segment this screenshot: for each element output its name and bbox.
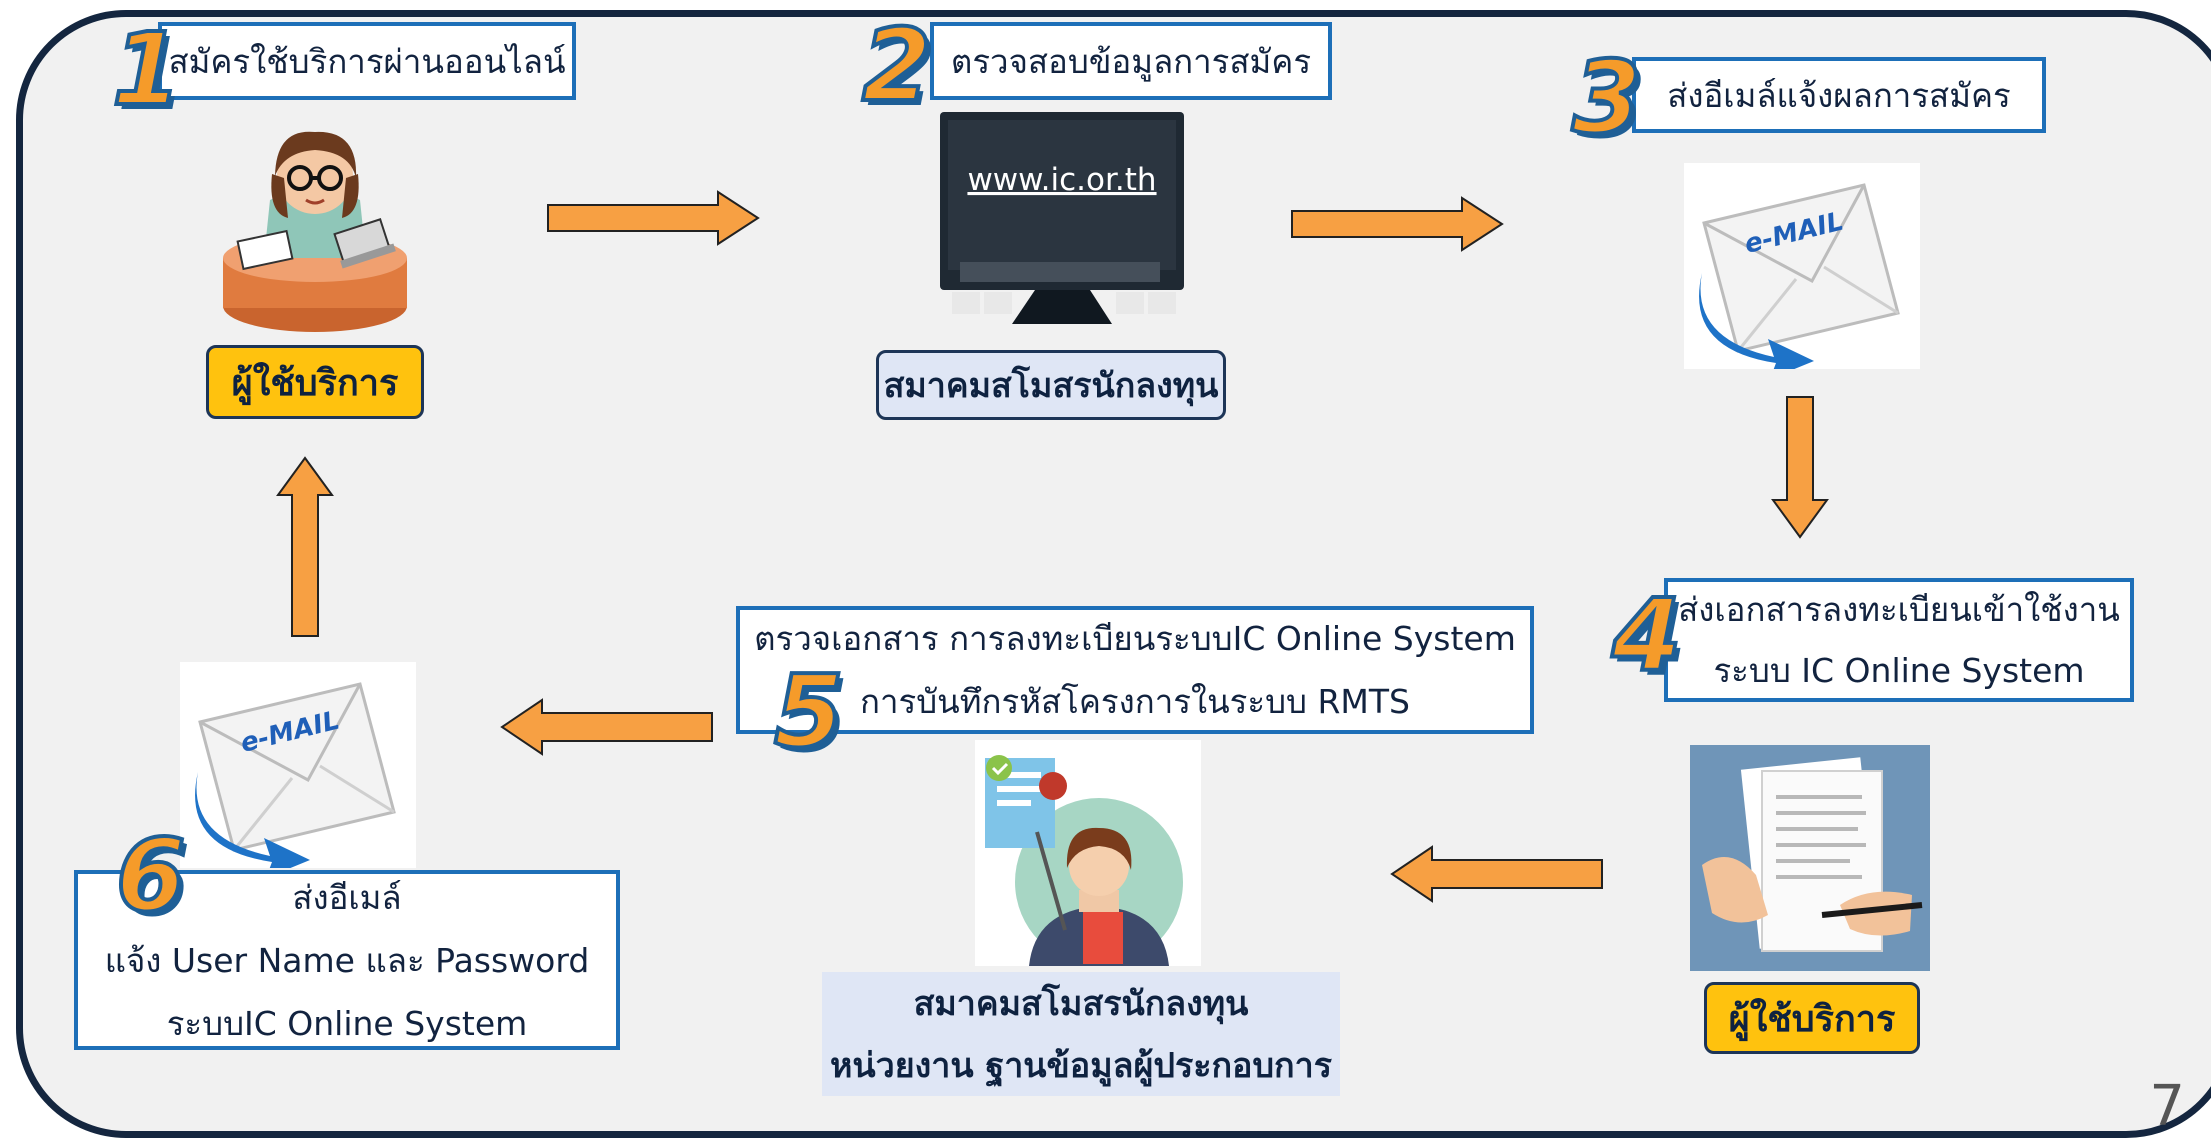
page-number: 7	[2149, 1074, 2185, 1139]
step5-number: 5	[772, 653, 846, 770]
arrow-step5-to-step6	[500, 698, 713, 756]
step1-badge: ผู้ใช้บริการ	[206, 345, 424, 419]
user-at-desk-illustration	[223, 131, 407, 332]
step3-title: ส่งอีเมล์แจ้งผลการสมัคร	[1667, 75, 2011, 115]
step4-badge-label: ผู้ใช้บริการ	[1728, 998, 1896, 1040]
step5-line1: ตรวจเอกสาร การลงทะเบียนระบบIC Online Sys…	[754, 619, 1516, 658]
step5-badge-line1: สมาคมสโมสรนักลงทุน	[913, 984, 1249, 1024]
step1-title-box: สมัครใช้บริการผ่านออนไลน์	[158, 22, 576, 100]
step5-title-box: ตรวจเอกสาร การลงทะเบียนระบบIC Online Sys…	[736, 606, 1534, 734]
arrow-step1-to-step2	[547, 190, 760, 246]
step4-line1: ส่งเอกสารลงทะเบียนเข้าใช้งาน	[1678, 590, 2120, 629]
email-envelope-illustration-top: e-MAIL	[1684, 163, 1920, 369]
arrow-step6-to-step1	[276, 456, 334, 637]
computer-monitor-illustration: www.ic.or.th	[940, 112, 1184, 324]
step4-line2: ระบบ IC Online System	[1713, 651, 2085, 690]
step6-number: 6	[114, 817, 188, 934]
signing-document-illustration	[1690, 745, 1930, 971]
step3-number: 3	[1570, 39, 1644, 156]
step6-line3: ระบบIC Online System	[166, 1003, 528, 1043]
step2-badge-label: สมาคมสโมสรนักลงทุน	[883, 366, 1219, 406]
arrow-step4-to-step5	[1390, 845, 1603, 903]
arrow-step3-to-step4	[1771, 396, 1829, 539]
staff-with-documents-illustration	[975, 740, 1201, 966]
step2-badge: สมาคมสโมสรนักลงทุน	[876, 350, 1226, 420]
step4-badge: ผู้ใช้บริการ	[1704, 982, 1920, 1054]
step3-title-box: ส่งอีเมล์แจ้งผลการสมัคร	[1632, 57, 2046, 133]
step1-number: 1	[110, 11, 184, 128]
step1-badge-label: ผู้ใช้บริการ	[231, 362, 399, 404]
monitor-url-text: www.ic.or.th	[967, 162, 1156, 198]
email-envelope-illustration-bottom: e-MAIL	[180, 662, 416, 868]
step1-title: สมัครใช้บริการผ่านออนไลน์	[168, 41, 566, 81]
step5-line2: การบันทึกรหัสโครงการในระบบ RMTS	[860, 682, 1410, 721]
step2-number: 2	[860, 7, 934, 124]
arrow-step2-to-step3	[1291, 196, 1504, 252]
step5-badge: สมาคมสโมสรนักลงทุน หน่วยงาน ฐานข้อมูลผู้…	[822, 972, 1340, 1096]
step4-number: 4	[1610, 577, 1684, 694]
step2-title: ตรวจสอบข้อมูลการสมัคร	[950, 41, 1312, 81]
step4-title-box: ส่งเอกสารลงทะเบียนเข้าใช้งาน ระบบ IC Onl…	[1664, 578, 2134, 702]
step5-badge-line2: หน่วยงาน ฐานข้อมูลผู้ประกอบการ	[830, 1046, 1332, 1086]
step6-line2: แจ้ง User Name และ Password	[104, 940, 590, 980]
step6-title-box: ส่งอีเมล์ แจ้ง User Name และ Password ระ…	[74, 870, 620, 1050]
step2-title-box: ตรวจสอบข้อมูลการสมัคร	[930, 22, 1332, 100]
step6-line1: ส่งอีเมล์	[292, 877, 402, 917]
